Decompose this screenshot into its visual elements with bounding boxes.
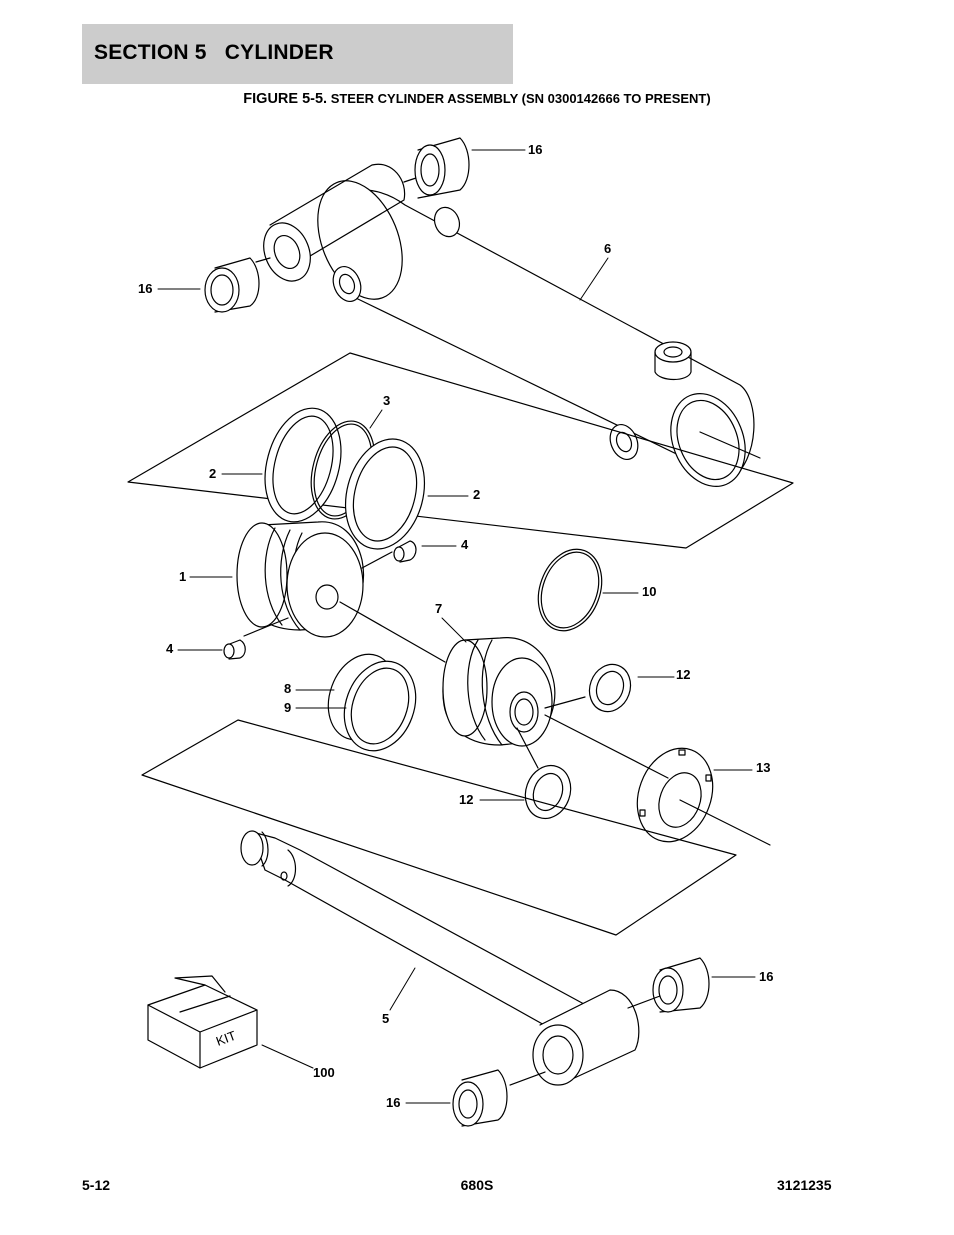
callout-12: 12 [676,667,690,682]
figure-title: STEER CYLINDER ASSEMBLY (SN 0300142666 T… [327,91,711,106]
bushing-bottom-left [452,1069,508,1127]
bushing-bottom-right [652,957,710,1013]
piston-group-outline [127,352,794,549]
section-header: SECTION 5 CYLINDER [82,24,513,84]
kit-box-icon [147,975,258,1069]
callout-8: 8 [284,681,291,696]
callout-1: 1 [179,569,186,584]
o-ring-10 [537,548,603,632]
callout-2: 2 [473,487,480,502]
callout-3: 3 [383,393,390,408]
callout-2: 2 [209,466,216,481]
callout-leaders [157,149,756,1104]
rod-group-outline [141,719,737,936]
callout-12: 12 [459,792,473,807]
set-screw-lower [223,639,246,660]
document-number: 3121235 [777,1177,832,1193]
cylinder-head-gland [442,637,556,747]
bushing-top-right [414,137,470,199]
bushing-top-left [204,257,260,313]
lock-ring-13 [636,747,714,843]
model-number: 680S [460,1177,494,1193]
callout-7: 7 [435,601,442,616]
page-number: 5-12 [82,1177,111,1193]
kit-box-label: KIT [214,1028,238,1049]
callout-13: 13 [756,760,770,775]
callout-5: 5 [382,1011,389,1026]
callout-16: 16 [759,969,773,984]
callout-labels: 16 6 16 3 2 2 4 1 10 7 4 12 8 9 13 12 16… [138,142,773,1110]
callout-16: 16 [138,281,152,296]
callout-6: 6 [604,241,611,256]
wear-ring-right [344,438,426,550]
section-title: SECTION 5 CYLINDER [94,41,334,64]
callout-16: 16 [528,142,542,157]
callout-4: 4 [461,537,469,552]
figure-caption: FIGURE 5-5. STEER CYLINDER ASSEMBLY (SN … [0,91,954,107]
wiper-seal-lower [524,764,572,820]
callout-16: 16 [386,1095,400,1110]
callout-100: 100 [313,1065,335,1080]
callout-10: 10 [642,584,656,599]
piston [236,521,364,638]
callout-4: 4 [166,641,174,656]
piston-rod [240,830,640,1086]
set-screw-upper [393,540,417,563]
figure-number: FIGURE 5-5. [243,91,328,107]
wear-ring-left [264,407,342,523]
seal-8-9 [327,653,417,752]
wiper-seal-upper [588,663,632,713]
callout-9: 9 [284,700,291,715]
